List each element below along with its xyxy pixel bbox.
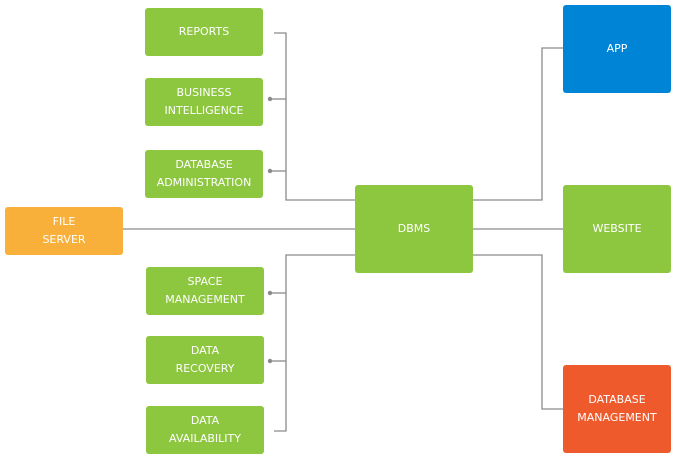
connector-data-availability [274,254,355,432]
node-data-availability[interactable]: DATA AVAILABILITY [146,406,264,454]
node-business-intelligence[interactable]: BUSINESS INTELLIGENCE [145,78,263,126]
node-file-server[interactable]: FILE SERVER [5,207,123,255]
node-reports[interactable]: REPORTS [145,8,263,56]
connector-dot [267,168,273,174]
connector-reports [274,32,355,201]
connector-database-management [473,254,563,410]
connector-app [473,47,563,201]
node-dbms[interactable]: DBMS [355,185,473,273]
connector-dot [267,358,273,364]
node-database-administration[interactable]: DATABASE ADMINISTRATION [145,150,263,198]
connector-dot [267,290,273,296]
node-database-management[interactable]: DATABASE MANAGEMENT [563,365,671,453]
node-website[interactable]: WEBSITE [563,185,671,273]
node-space-management[interactable]: SPACE MANAGEMENT [146,267,264,315]
node-app[interactable]: APP [563,5,671,93]
node-data-recovery[interactable]: DATA RECOVERY [146,336,264,384]
connector-dot [267,96,273,102]
